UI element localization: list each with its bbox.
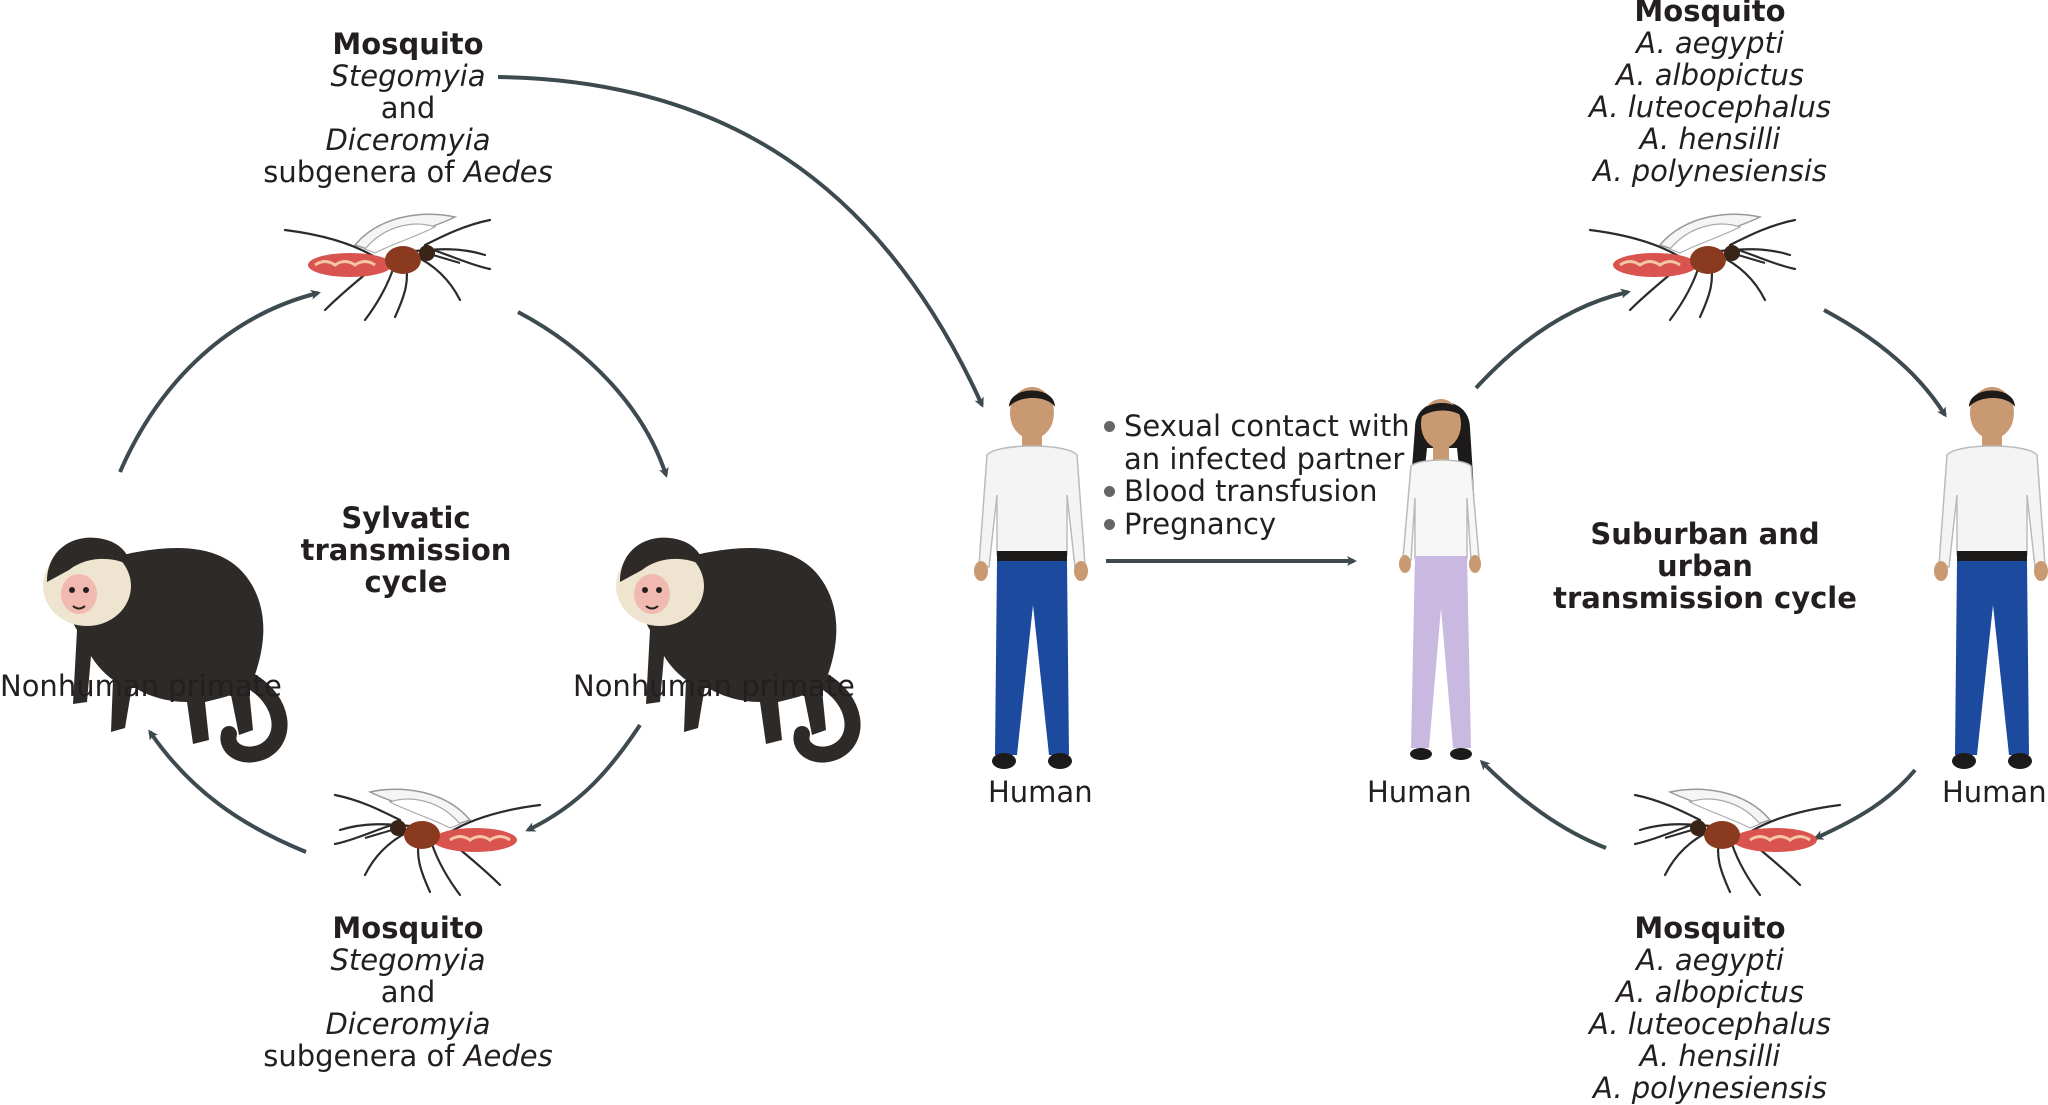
mosquito-heading: Mosquito [332, 911, 484, 945]
species-name: A. hensilli [1639, 1039, 1781, 1073]
mosquito-heading: Mosquito [1634, 911, 1786, 945]
arrow-icon [517, 310, 669, 478]
title-line: Suburban and urban [1590, 517, 1820, 583]
arrow-icon [1474, 288, 1631, 390]
species-name: A. aegypti [1636, 943, 1784, 977]
mosquito-icon [333, 787, 542, 897]
woman-icon [1398, 398, 1482, 761]
route-text: Blood transfusion [1124, 474, 1378, 508]
genus-name: Aedes [463, 155, 553, 189]
conjunction: and [380, 91, 436, 125]
sylvatic-cycle-title: Sylvatic transmission cycle [286, 502, 526, 598]
species-name: A. luteocephalus [1588, 90, 1832, 124]
subgenus-name: Diceromyia [325, 123, 491, 157]
arrow-icon [148, 729, 307, 854]
nonhuman-primate-label-left: Nonhuman primate [0, 669, 282, 703]
bullet-icon [1104, 518, 1115, 530]
arrow-icon [497, 75, 984, 408]
subgenus-text: subgenera of [263, 155, 464, 189]
species-name: A. albopictus [1615, 975, 1805, 1009]
species-name: A. hensilli [1639, 122, 1781, 156]
human-label-right: Human [1942, 775, 2047, 809]
species-name: A. aegypti [1636, 26, 1784, 60]
arrow-icon [1813, 768, 1917, 840]
sylvatic-top-mosquito-label: Mosquito Stegomyia and Diceromyia subgen… [258, 28, 558, 188]
list-item: Sexual contact with [1104, 410, 1410, 443]
bullet-icon [1104, 486, 1115, 497]
species-name: A. polynesiensis [1592, 1071, 1828, 1105]
subgenus-name: Stegomyia [330, 943, 486, 977]
urban-top-mosquito-label: Mosquito A. aegypti A. albopictus A. lut… [1560, 0, 1860, 187]
human-label-man: Human [988, 775, 1093, 809]
mosquito-heading: Mosquito [332, 27, 484, 61]
urban-cycle-title: Suburban and urban transmission cycle [1545, 518, 1865, 614]
mosquito-icon [283, 212, 492, 322]
bullet-icon [1104, 421, 1115, 432]
urban-bottom-mosquito-label: Mosquito A. aegypti A. albopictus A. lut… [1560, 912, 1860, 1104]
subgenus-text: subgenera of [263, 1039, 464, 1073]
mosquito-heading: Mosquito [1634, 0, 1786, 28]
title-line: Sylvatic [341, 501, 471, 535]
monkey-icon [616, 538, 853, 755]
man-icon [973, 386, 1089, 770]
nonhuman-primate-label-right: Nonhuman primate [573, 669, 855, 703]
species-name: A. albopictus [1615, 58, 1805, 92]
mosquito-icon [1588, 212, 1797, 322]
title-line: transmission cycle [1553, 581, 1857, 615]
route-continuation: an infected partner [1124, 441, 1405, 476]
mosquito-icon [1633, 787, 1842, 897]
list-item: Blood transfusion [1104, 475, 1410, 508]
arrow-icon [118, 289, 321, 473]
monkey-icon [43, 538, 280, 755]
route-text: Pregnancy [1124, 506, 1277, 541]
route-text: Sexual contact with [1124, 409, 1410, 443]
conjunction: and [380, 975, 436, 1009]
title-line: cycle [364, 565, 448, 599]
sylvatic-bottom-mosquito-label: Mosquito Stegomyia and Diceromyia subgen… [258, 912, 558, 1072]
species-name: A. polynesiensis [1592, 154, 1828, 188]
arrow-icon [1479, 759, 1607, 850]
man-icon [1933, 386, 2048, 770]
subgenus-name: Stegomyia [330, 59, 486, 93]
genus-name: Aedes [463, 1039, 553, 1073]
title-line: transmission [300, 533, 512, 567]
arrow-icon [525, 723, 642, 832]
human-label-woman: Human [1367, 775, 1472, 809]
list-item: Pregnancy [1104, 506, 1410, 541]
species-name: A. luteocephalus [1588, 1007, 1832, 1041]
arrow-icon [1823, 308, 1947, 418]
subgenus-name: Diceromyia [325, 1007, 491, 1041]
transmission-routes-list: Sexual contact with an infected partner … [1104, 410, 1410, 540]
